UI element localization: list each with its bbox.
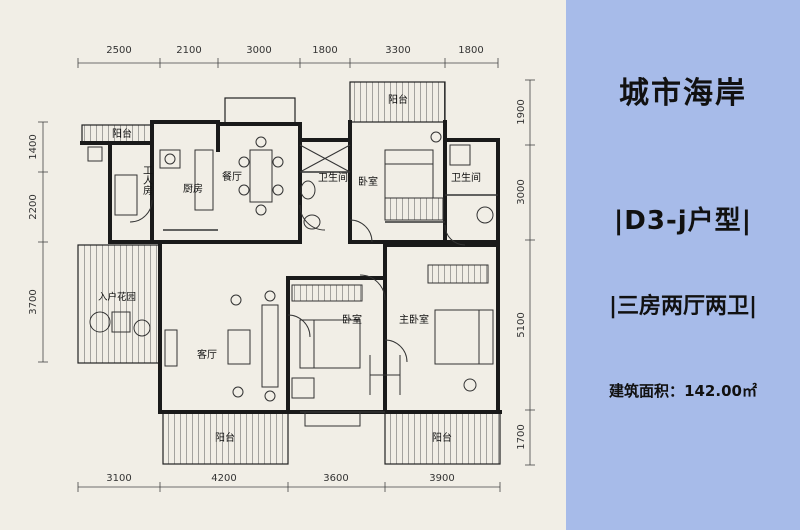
dim-top-2: 2100 bbox=[176, 45, 201, 56]
area-label: 建筑面积： bbox=[609, 382, 685, 400]
label-bathroom-1: 卫生间 bbox=[318, 171, 348, 184]
label-bathroom-2: 卫生间 bbox=[451, 171, 481, 184]
bed-south bbox=[299, 319, 361, 369]
label-servant-room: 工人房 bbox=[141, 165, 153, 196]
dim-top-1: 2500 bbox=[106, 45, 131, 56]
bed-master bbox=[434, 309, 494, 365]
label-master-bedroom: 主卧室 bbox=[399, 313, 429, 326]
label-balcony-ne: 阳台 bbox=[388, 93, 408, 106]
label-bedroom-n: 卧室 bbox=[358, 175, 378, 188]
coffee-table bbox=[227, 329, 251, 365]
kitchen-counter bbox=[194, 149, 214, 211]
dimension-labels: 2500 2100 3000 1800 3300 1800 3100 4200 … bbox=[28, 45, 527, 484]
label-living: 客厅 bbox=[197, 348, 217, 361]
balcony-sw-area bbox=[162, 411, 289, 465]
dimension-lines bbox=[38, 58, 535, 492]
dim-top-4: 1800 bbox=[312, 45, 337, 56]
dim-right-1: 1900 bbox=[516, 99, 527, 124]
floor-plan: 2500 2100 3000 1800 3300 1800 3100 4200 … bbox=[28, 45, 535, 492]
bed-north bbox=[384, 149, 434, 199]
dim-bottom-4: 3900 bbox=[429, 473, 454, 484]
dim-left-1: 1400 bbox=[28, 134, 39, 159]
unit-type-label: |D3-j户型| bbox=[613, 206, 753, 236]
info-panel: 城市海岸 |D3-j户型| |三房两厅两卫| 建筑面积：142.00㎡ bbox=[566, 0, 800, 530]
dim-top-6: 1800 bbox=[458, 45, 483, 56]
doors bbox=[129, 199, 466, 395]
area-value: 142.00㎡ bbox=[684, 382, 757, 400]
dim-right-2: 3000 bbox=[516, 179, 527, 204]
label-dining: 餐厅 bbox=[222, 170, 242, 183]
dining-table bbox=[249, 149, 273, 203]
dim-top-3: 3000 bbox=[246, 45, 271, 56]
balconies bbox=[77, 81, 501, 465]
dim-bottom-2: 4200 bbox=[211, 473, 236, 484]
label-bedroom-s: 卧室 bbox=[342, 313, 362, 326]
layout-description: |三房两厅两卫| bbox=[608, 294, 758, 319]
label-balcony-sw: 阳台 bbox=[215, 431, 235, 444]
dim-bottom-1: 3100 bbox=[106, 473, 131, 484]
dining-bay bbox=[224, 97, 296, 125]
label-kitchen: 厨房 bbox=[183, 182, 203, 195]
furniture bbox=[87, 131, 494, 427]
dim-right-4: 1700 bbox=[516, 424, 527, 449]
label-balcony-nw: 阳台 bbox=[112, 127, 132, 140]
dim-left-3: 3700 bbox=[28, 289, 39, 314]
label-entry-garden: 入户花园 bbox=[98, 291, 136, 303]
dim-bottom-3: 3600 bbox=[323, 473, 348, 484]
living-sofa bbox=[261, 304, 279, 388]
dim-left-2: 2200 bbox=[28, 194, 39, 219]
entry-garden-area bbox=[77, 244, 161, 364]
servant-bed bbox=[114, 174, 138, 216]
dim-top-5: 3300 bbox=[385, 45, 410, 56]
room-labels: 阳台 阳台 厨房 餐厅 卫生间 卧室 卫生间 入户花园 客厅 卧室 主卧室 阳台… bbox=[98, 93, 481, 444]
area-line: 建筑面积：142.00㎡ bbox=[566, 380, 800, 401]
balcony-ne-area bbox=[349, 81, 446, 123]
dim-right-3: 5100 bbox=[516, 312, 527, 337]
project-title: 城市海岸 bbox=[619, 76, 747, 111]
label-balcony-se: 阳台 bbox=[432, 431, 452, 444]
